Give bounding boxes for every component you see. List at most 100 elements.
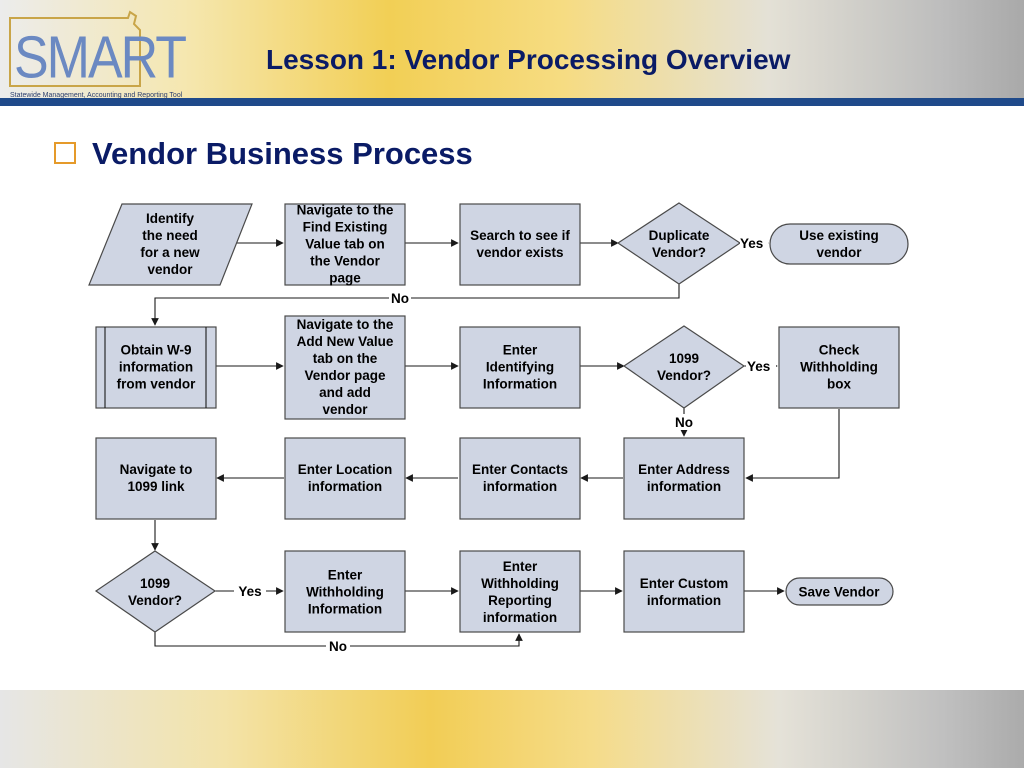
enter-address-box xyxy=(623,437,745,520)
node-text-line: Duplicate xyxy=(649,228,710,243)
header-banner xyxy=(0,0,1024,98)
kansas-outline-icon xyxy=(9,10,141,87)
enter-location-text: Enter Location information xyxy=(298,462,393,494)
node-text-line: for a new xyxy=(140,245,200,260)
enter-location-box xyxy=(284,437,406,520)
node-text-line: Navigate to xyxy=(120,462,193,477)
navigate-add-new-box xyxy=(284,315,406,420)
node-text-line: Enter xyxy=(503,343,538,358)
node-text-line: Enter Location xyxy=(298,462,393,477)
node-text-line: Withholding xyxy=(800,360,878,375)
search-vendor-text: Search to see if vendor exists xyxy=(470,228,570,260)
node-text-line: Use existing xyxy=(799,228,879,243)
check-withholding-box xyxy=(778,326,900,409)
node-text-line: Information xyxy=(308,602,382,617)
node-text-line: box xyxy=(827,377,851,392)
enter-contacts-text: Enter Contacts information xyxy=(472,462,568,494)
slide-title: Lesson 1: Vendor Processing Overview xyxy=(266,44,791,75)
node-text-line: vendor exists xyxy=(476,245,563,260)
node-text-line: Save Vendor xyxy=(798,585,880,600)
label-no-1099-a: No xyxy=(675,415,693,430)
node-text-line: information xyxy=(483,610,557,625)
vendor-1099-decision-a xyxy=(622,325,746,409)
enter-withholding-reporting-box xyxy=(459,550,581,633)
smart-logo: SMART Statewide Management, Accounting a… xyxy=(4,8,187,99)
node-text-line: Enter xyxy=(503,559,538,574)
node-text-line: Enter Custom xyxy=(640,576,729,591)
enter-custom-box xyxy=(623,550,745,633)
logo-text: SMART xyxy=(14,24,187,92)
use-existing-vendor-text: Use existing vendor xyxy=(799,228,879,260)
node-text-line: Withholding xyxy=(306,585,384,600)
node-text-line: Search to see if xyxy=(470,228,570,243)
node-text-line: Information xyxy=(483,377,557,392)
node-text-line: Obtain W-9 xyxy=(121,343,192,358)
arrow-duplicate-no xyxy=(151,284,680,326)
navigate-1099-link-text: Navigate to 1099 link xyxy=(120,462,193,494)
footer-banner xyxy=(0,690,1024,768)
node-text-line: Enter Address xyxy=(638,462,730,477)
section-title: Vendor Business Process xyxy=(92,136,473,171)
navigate-find-existing-box xyxy=(284,203,406,286)
node-text-line: vendor xyxy=(322,402,368,417)
node-text-line: tab on the xyxy=(313,351,378,366)
enter-address-text: Enter Address information xyxy=(638,462,730,494)
node-text-line: Vendor? xyxy=(128,593,182,608)
node-text-line: 1099 link xyxy=(127,479,185,494)
node-text-line: Reporting xyxy=(488,593,552,608)
node-text-line: page xyxy=(329,271,361,286)
node-text-line: Add New Value xyxy=(297,334,394,349)
obtain-w9-text: Obtain W-9 information from vendor xyxy=(117,343,197,392)
enter-custom-text: Enter Custom information xyxy=(640,576,729,608)
node-text-line: Enter xyxy=(328,568,363,583)
node-text-line: 1099 xyxy=(140,576,170,591)
node-text-line: vendor xyxy=(147,262,193,277)
node-text-line: information xyxy=(647,593,721,608)
connectors xyxy=(151,239,840,647)
node-text-line: Navigate to the xyxy=(297,203,394,218)
checkbox-bullet-icon xyxy=(54,142,76,164)
obtain-w9-box xyxy=(95,326,217,409)
navigate-1099-link-box xyxy=(95,437,217,520)
node-text-line: 1099 xyxy=(669,351,699,366)
node-text-line: Enter Contacts xyxy=(472,462,568,477)
label-no-1099-b: No xyxy=(329,639,347,654)
enter-contacts-box xyxy=(459,437,581,520)
duplicate-vendor-decision xyxy=(616,202,742,285)
search-vendor-box xyxy=(459,203,581,286)
node-text-line: information xyxy=(119,360,193,375)
node-text-line: the Vendor xyxy=(310,254,381,269)
arrow-check-to-address xyxy=(745,409,840,482)
node-text-line: and add xyxy=(319,385,371,400)
enter-identifying-box xyxy=(459,326,581,409)
node-text-line: Check xyxy=(819,343,860,358)
node-text-line: Value tab on xyxy=(305,237,385,252)
header-rule xyxy=(0,98,1024,106)
node-text-line: from vendor xyxy=(117,377,197,392)
label-yes-1099-a: Yes xyxy=(747,359,770,374)
node-text-line: Vendor page xyxy=(304,368,386,383)
node-text-line: information xyxy=(483,479,557,494)
node-text-line: Vendor? xyxy=(652,245,706,260)
node-text-line: Find Existing xyxy=(303,220,388,235)
node-text-line: the need xyxy=(142,228,198,243)
enter-withholding-box xyxy=(284,550,406,633)
node-text-line: information xyxy=(308,479,382,494)
node-text-line: Identifying xyxy=(486,360,554,375)
save-vendor-terminal xyxy=(785,577,894,606)
node-text-line: Identify xyxy=(146,211,194,226)
node-text-line: information xyxy=(647,479,721,494)
node-text-line: vendor xyxy=(816,245,862,260)
label-yes-1099-b: Yes xyxy=(238,584,261,599)
label-yes-duplicate: Yes xyxy=(740,236,763,251)
node-text-line: Vendor? xyxy=(657,368,711,383)
node-text-line: Navigate to the xyxy=(297,317,394,332)
